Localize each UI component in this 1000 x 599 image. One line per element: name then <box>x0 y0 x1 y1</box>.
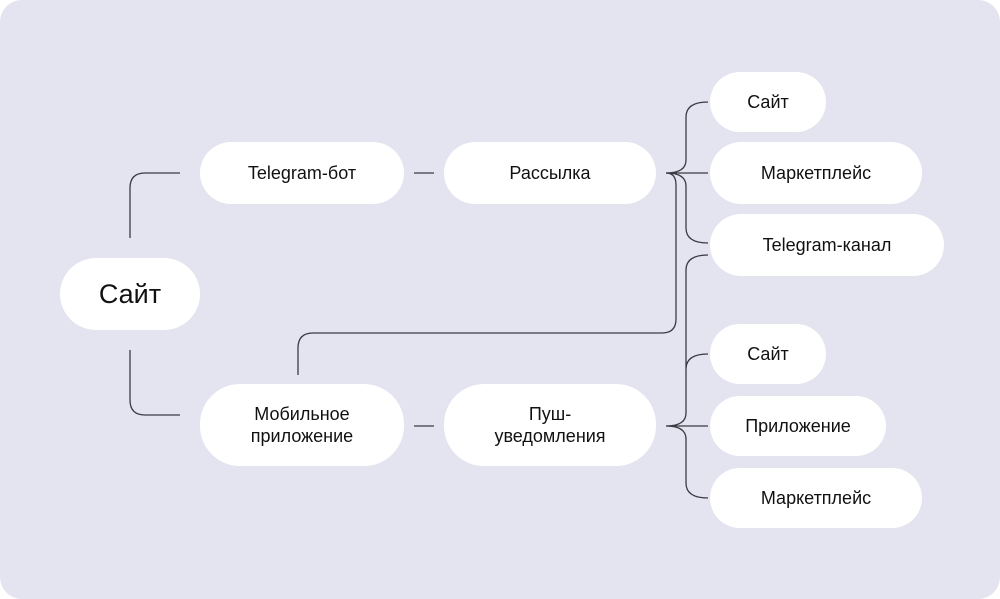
node-target-marketplace: Маркетплейс <box>710 142 922 204</box>
node-label: Telegram-бот <box>247 163 357 183</box>
node-telegram-bot: Telegram-бот <box>200 142 404 204</box>
node-push-target-site: Сайт <box>710 324 826 384</box>
connector-app-to-mailing-targets <box>297 172 677 375</box>
node-label: Telegram-канал <box>762 235 892 255</box>
node-label: Пуш- уведомления <box>494 404 606 446</box>
node-push-target-app: Приложение <box>710 396 886 456</box>
node-mailing: Рассылка <box>444 142 656 204</box>
node-label: Мобильное приложение <box>250 404 354 446</box>
node-label: Сайт <box>747 92 789 112</box>
node-label: Сайт <box>98 279 162 309</box>
node-label: Приложение <box>745 416 851 436</box>
connector-root-mobile-app <box>129 350 180 416</box>
node-push-target-marketplace: Маркетплейс <box>710 468 922 528</box>
node-label: Рассылка <box>509 163 591 183</box>
brace-push <box>665 254 709 499</box>
node-label: Маркетплейс <box>760 488 872 508</box>
node-label: Маркетплейс <box>760 163 872 183</box>
node-mobile-app: Мобильное приложение <box>200 384 404 466</box>
node-target-telegram-channel: Telegram-канал <box>710 214 944 276</box>
brace-mailing <box>665 101 709 244</box>
node-label: Сайт <box>747 344 789 364</box>
node-push-notifications: Пуш- уведомления <box>444 384 656 466</box>
node-target-site: Сайт <box>710 72 826 132</box>
root-node-site: Сайт <box>60 258 200 330</box>
connector-root-telegram-bot <box>129 172 180 238</box>
